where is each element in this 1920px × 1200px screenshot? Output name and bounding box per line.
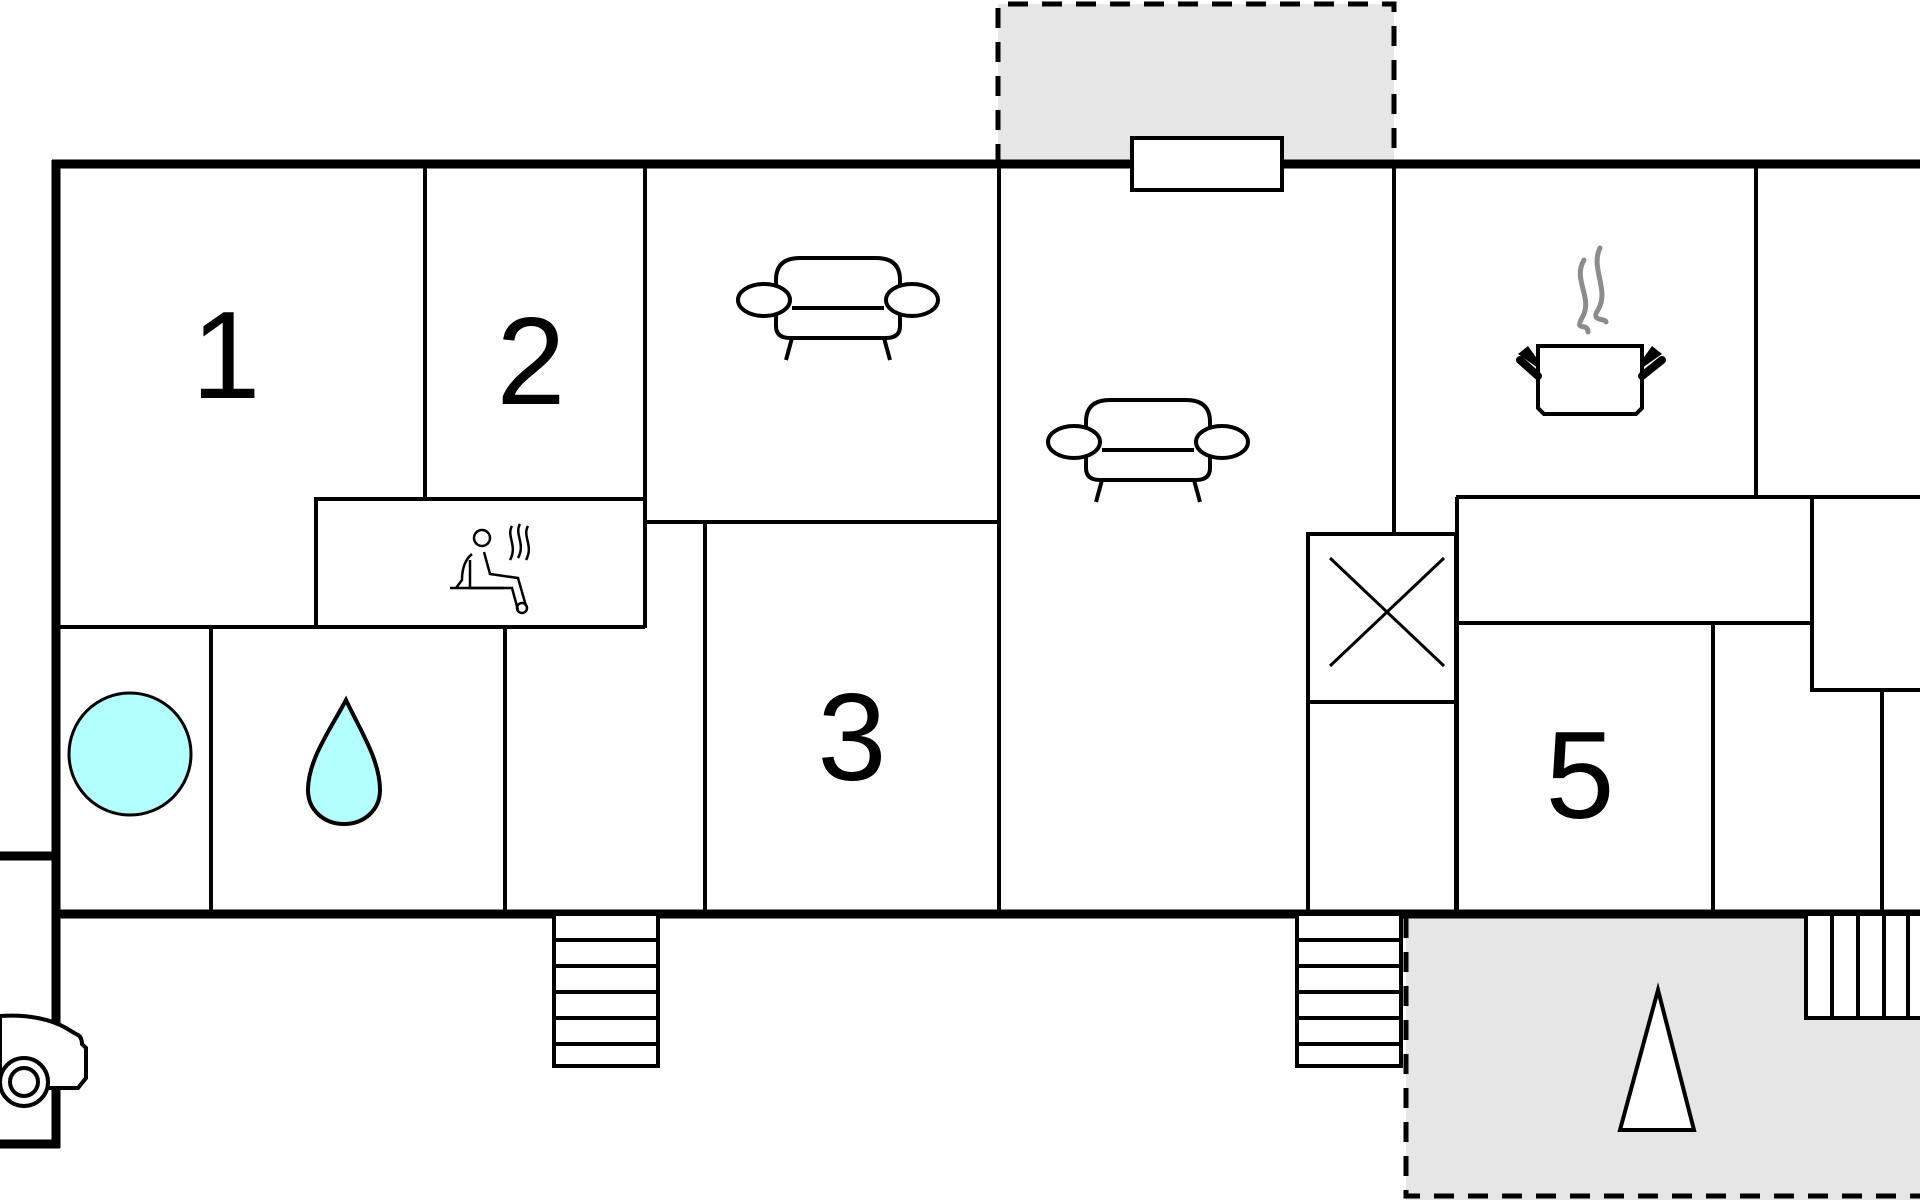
steps-right bbox=[1804, 912, 1920, 1020]
cooking-pot-icon bbox=[1516, 245, 1666, 416]
water-drop-icon bbox=[305, 695, 383, 827]
fireplace-icon bbox=[1130, 136, 1284, 192]
sauna-icon bbox=[450, 523, 531, 615]
sofa-icon bbox=[736, 256, 940, 362]
steps-middle bbox=[1295, 912, 1403, 1068]
round-tub-icon bbox=[67, 691, 193, 817]
interior-walls bbox=[56, 164, 1920, 914]
sofa-icon bbox=[1046, 398, 1250, 504]
outer-walls bbox=[0, 159, 1920, 1149]
car-icon bbox=[0, 1013, 88, 1108]
tent-icon bbox=[1617, 982, 1697, 1132]
room-2-label: 2 bbox=[497, 293, 566, 431]
cross-box-icon bbox=[1328, 556, 1446, 668]
room-1-label: 1 bbox=[192, 287, 261, 425]
room-3-label: 3 bbox=[818, 669, 887, 807]
room-5-label: 5 bbox=[1546, 707, 1615, 845]
steps-left bbox=[552, 912, 660, 1068]
